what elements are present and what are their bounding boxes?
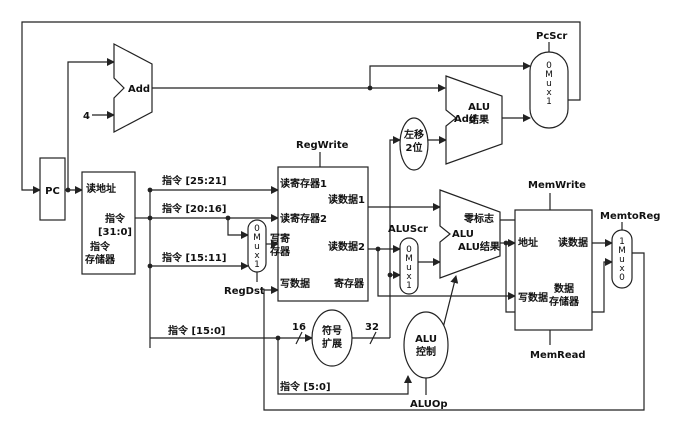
shift-left-2 <box>399 117 429 171</box>
alu-result-label: ALU结果 <box>458 240 501 253</box>
data-memory <box>514 209 593 331</box>
instr-25-21-label: 指令 [25:21] <box>162 174 226 187</box>
regdst-mux <box>247 219 267 273</box>
wire-pc-feedback <box>21 21 581 194</box>
instr-15-0-label: 指令 [15:0] <box>168 324 226 337</box>
dmem-addr-label: 地址 <box>518 236 538 249</box>
junction-dot <box>147 263 153 269</box>
instr-5-0-label: 指令 [5:0] <box>280 380 331 393</box>
junction-dot <box>225 215 231 221</box>
branch-adder-label: Add <box>454 114 476 125</box>
branch-adder <box>445 75 503 165</box>
junctions <box>65 85 509 341</box>
memtoreg-mux <box>611 229 633 289</box>
instruction-memory <box>81 171 136 275</box>
reg-read2-label: 读寄存器2 <box>280 212 327 225</box>
alusrc-mux <box>399 237 419 295</box>
imem-name-label: 指令存储器 <box>85 240 116 266</box>
instr-20-16-label: 指令 [20:16] <box>162 202 226 215</box>
wires <box>21 21 645 411</box>
junction-dot <box>275 335 281 341</box>
memtoreg-label: MemtoReg <box>600 211 660 222</box>
bits-16-label: 16 <box>292 322 306 333</box>
alu-control <box>403 311 449 379</box>
reg-write-data-label: 写数据 <box>280 277 310 290</box>
reg-name-label: 寄存器 <box>334 277 365 290</box>
wire-instr-5-0 <box>277 338 412 395</box>
reg-write-reg-label: 写寄存器 <box>270 232 291 258</box>
pc-label: PC <box>45 186 60 197</box>
bus-slash-32 <box>369 331 377 345</box>
memread-label: MemRead <box>530 350 586 361</box>
junction-dot <box>367 85 373 91</box>
alu-label: ALU <box>452 229 474 240</box>
register-file <box>277 166 369 302</box>
reg-data1-label: 读数据1 <box>328 193 365 206</box>
zero-label: 零标志 <box>463 212 494 225</box>
pc-register <box>39 157 66 221</box>
pc-adder-label: Add <box>128 84 150 95</box>
reg-data2-label: 读数据2 <box>328 240 365 253</box>
bits-32-label: 32 <box>365 322 379 333</box>
pc-adder <box>113 43 153 133</box>
wire-add-to-mux <box>369 62 531 88</box>
wire-sext-to-mux <box>389 271 401 338</box>
const-4-label: 4 <box>83 111 90 122</box>
aluop-label: ALUOp <box>410 399 448 410</box>
junction-dot <box>147 187 153 193</box>
pc-mux <box>529 51 569 129</box>
junction-dot <box>503 240 509 246</box>
imem-read-addr-label: 读地址 <box>86 182 116 195</box>
wire-pc-to-add <box>67 58 115 190</box>
pcsrc-label: PcScr <box>536 31 567 42</box>
alusrc-label: ALUScr <box>388 224 428 235</box>
junction-dot <box>387 272 393 278</box>
sign-ext-label: 符号扩展 <box>322 324 342 350</box>
wire-writeback <box>263 252 645 411</box>
reg-read1-label: 读寄存器1 <box>280 177 327 190</box>
wire-20-16-to-mux <box>227 218 249 239</box>
wire-alu-bypass <box>505 243 613 313</box>
bus-slash-16 <box>295 331 303 345</box>
dmem-write-label: 写数据 <box>518 291 548 304</box>
regwrite-label: RegWrite <box>296 140 349 151</box>
alu <box>439 189 501 279</box>
wire-sext-to-shift <box>389 136 401 275</box>
dmem-read-label: 读数据 <box>558 236 588 249</box>
junction-dot <box>375 246 381 252</box>
regdst-label: RegDst <box>224 286 265 297</box>
sign-extend <box>311 309 353 367</box>
wire-rd2-to-mem <box>377 249 516 300</box>
dmem-name-label: 数据存储器 <box>549 282 580 308</box>
memwrite-label: MemWrite <box>528 180 586 191</box>
junction-dot <box>65 187 71 193</box>
instr-15-11-label: 指令 [15:11] <box>162 251 226 264</box>
junction-dot <box>147 215 153 221</box>
imem-instr-label: 指令[31:0] <box>98 212 132 238</box>
